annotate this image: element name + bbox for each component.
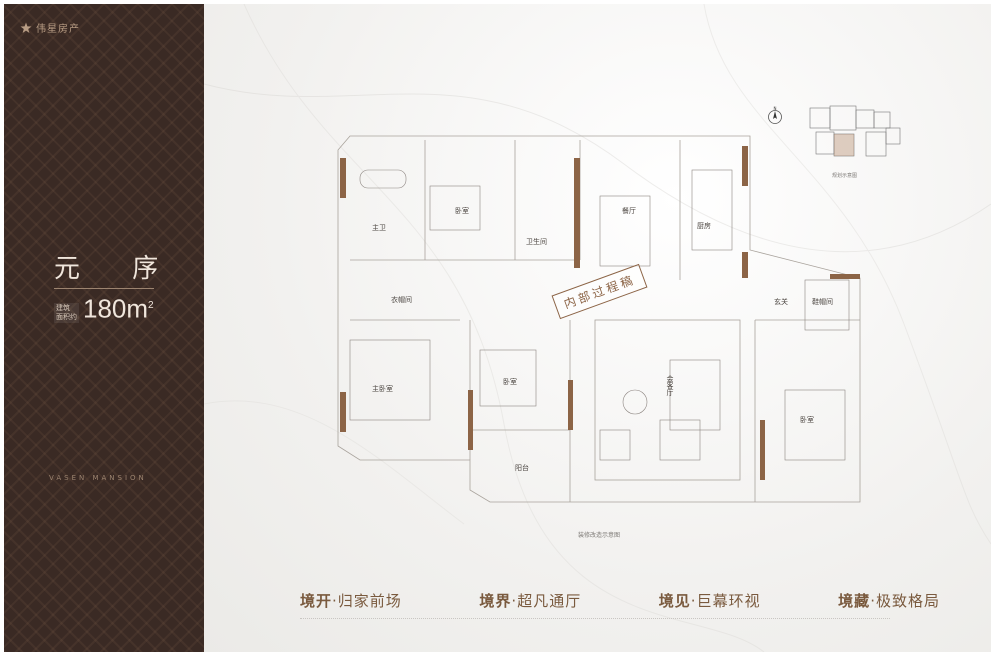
feature-sep: · (690, 592, 697, 610)
room-master-bedroom: 主卧室 (372, 385, 393, 393)
room-entrance: 玄关 (774, 298, 788, 306)
feature-body: 超凡通厅 (517, 592, 582, 610)
room-closet: 衣帽间 (391, 296, 412, 304)
feature-row: 境开·归家前场 境界·超凡通厅 境见·巨幕环视 境藏·极致格局 (300, 590, 940, 611)
feature-sep: · (511, 592, 518, 610)
left-brand-panel: 伟星房产 元 序 建筑 面积约 180m2 VASEN MANSION (4, 4, 204, 652)
feature-head: 境开 (300, 592, 333, 610)
room-kitchen: 厨房 (697, 222, 711, 230)
feature-item: 境藏·极致格局 (838, 590, 940, 611)
area-tag-line1: 建筑 (56, 303, 70, 312)
room-bedroom-b: 卧室 (503, 378, 517, 386)
area-unit-sup: 2 (148, 300, 154, 311)
floor-plan (337, 135, 861, 503)
feature-item: 境开·归家前场 (300, 590, 402, 611)
mini-site-plan (809, 105, 901, 157)
room-shoe: 鞋帽间 (812, 298, 833, 306)
room-bedroom-c: 卧室 (800, 416, 814, 424)
area-value-text: 180m (83, 293, 149, 324)
north-label: N (774, 106, 777, 111)
title-divider (54, 288, 154, 289)
feature-body: 巨幕环视 (696, 592, 761, 610)
room-bathroom: 卫生间 (526, 238, 547, 246)
feature-head: 境界 (479, 592, 512, 610)
unit-title: 元 序 (54, 254, 181, 284)
feature-item: 境见·巨幕环视 (659, 590, 761, 611)
feature-item: 境界·超凡通厅 (479, 590, 581, 611)
feature-head: 境见 (658, 592, 691, 610)
area-block: 建筑 面积约 180m2 (54, 292, 154, 323)
feature-sep: · (332, 592, 338, 610)
feature-head: 境藏 (838, 592, 871, 610)
north-arrow-icon: N (768, 106, 782, 124)
logo-text: 伟星房产 (36, 24, 80, 35)
room-dining: 餐厅 (622, 207, 636, 215)
room-living: 会客厅 (666, 375, 674, 396)
room-balcony: 阳台 (515, 464, 529, 472)
feature-body: 归家前场 (337, 592, 402, 610)
mini-plan-caption: 规划示意图 (832, 173, 858, 179)
brand-en-text: VASEN MANSION (49, 474, 147, 482)
fine-print-line (300, 618, 890, 629)
plan-caption: 装修改造示意图 (578, 532, 621, 539)
star-logo-icon (20, 22, 32, 33)
area-tag: 建筑 面积约 (54, 302, 79, 323)
feature-body: 极致格局 (875, 592, 940, 610)
area-value: 180m2 (83, 292, 154, 323)
area-tag-line2: 面积约 (56, 312, 77, 321)
brand-logo: 伟星房产 (20, 20, 80, 35)
room-bedroom-a: 卧室 (455, 207, 469, 215)
marble-texture (204, 4, 991, 652)
feature-sep: · (870, 592, 876, 610)
room-master-bath: 主卫 (372, 224, 386, 232)
